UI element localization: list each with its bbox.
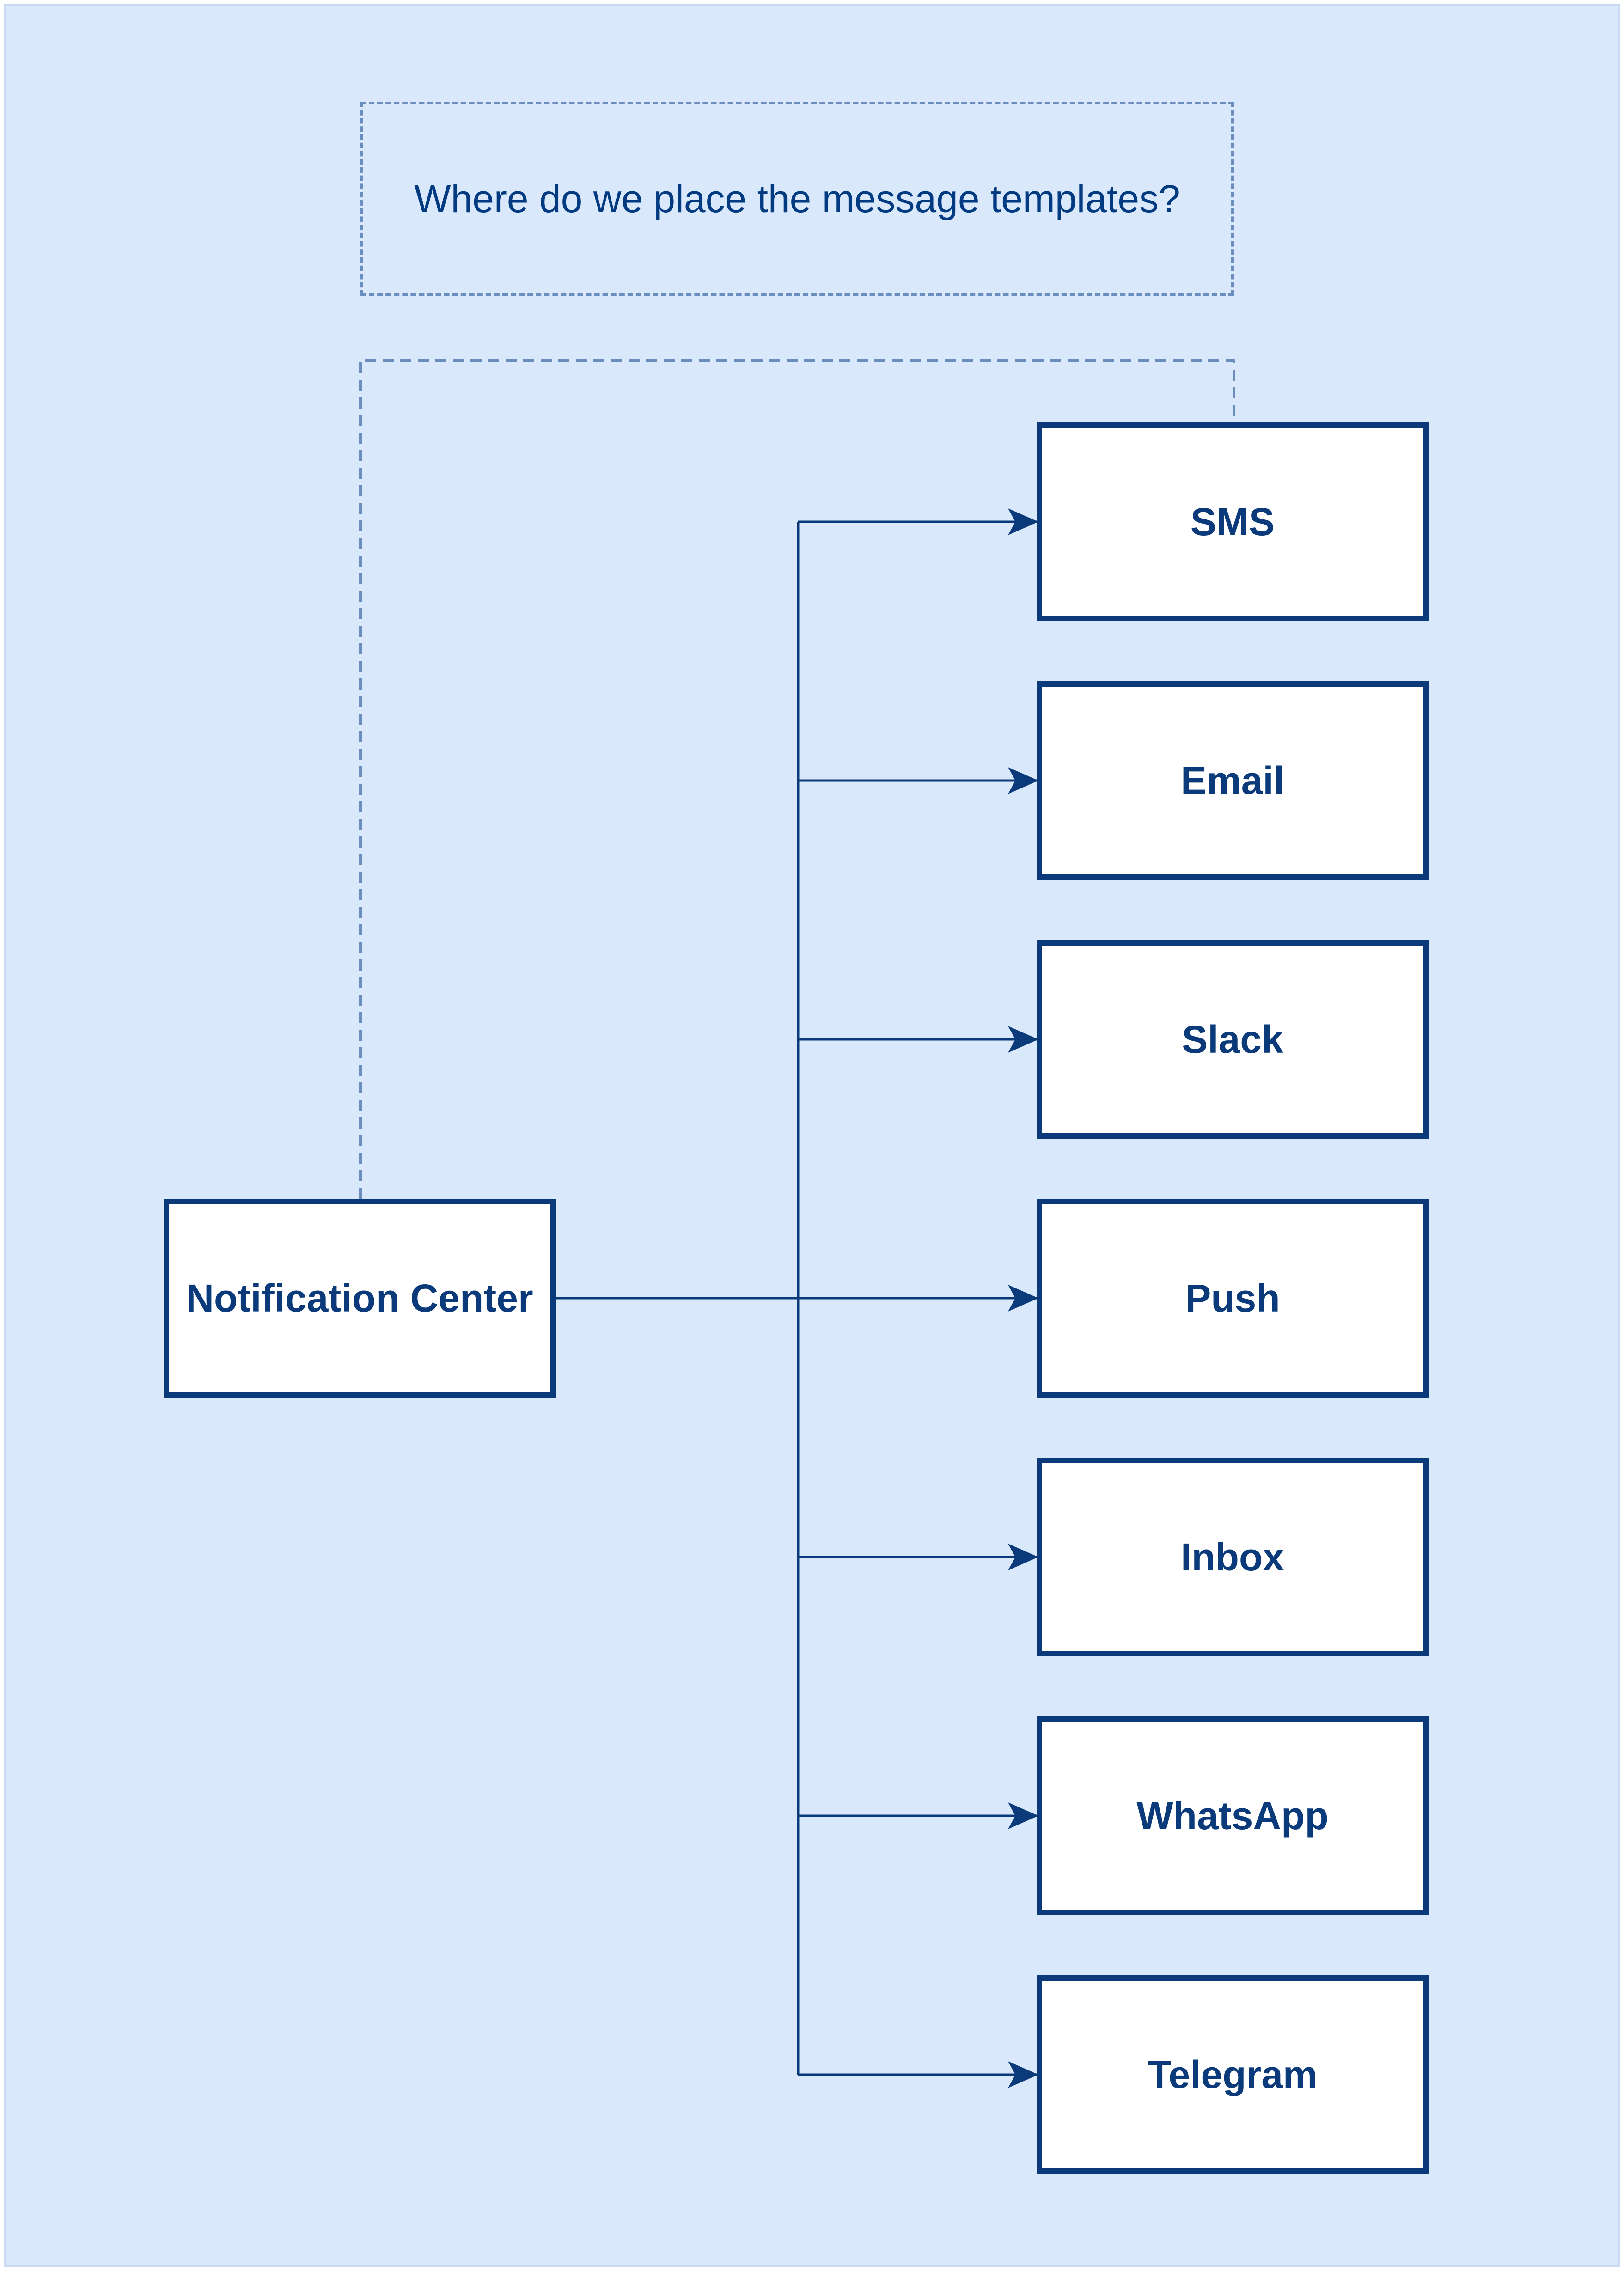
notification-center-label: Notification Center: [186, 1276, 533, 1320]
channel-label: Inbox: [1181, 1535, 1284, 1579]
channel-node-slack[interactable]: Slack: [1037, 940, 1429, 1139]
dashed-link-source-to-sms: [359, 359, 1235, 1199]
channel-node-whatsapp[interactable]: WhatsApp: [1037, 1716, 1429, 1915]
channel-label: Telegram: [1148, 2052, 1318, 2096]
notification-center-node[interactable]: Notification Center: [164, 1199, 556, 1398]
channel-node-telegram[interactable]: Telegram: [1037, 1975, 1429, 2174]
channel-node-push[interactable]: Push: [1037, 1199, 1429, 1398]
question-note: Where do we place the message templates?: [360, 102, 1234, 296]
channel-label: Push: [1185, 1276, 1280, 1320]
channel-label: Email: [1180, 758, 1285, 802]
question-text: Where do we place the message templates?: [414, 177, 1180, 220]
channel-node-inbox[interactable]: Inbox: [1037, 1458, 1429, 1656]
channel-label: Slack: [1182, 1017, 1283, 1061]
channel-node-email[interactable]: Email: [1037, 681, 1429, 880]
channel-node-sms[interactable]: SMS: [1037, 422, 1429, 621]
channel-label: WhatsApp: [1136, 1794, 1329, 1838]
channel-label: SMS: [1190, 500, 1275, 543]
